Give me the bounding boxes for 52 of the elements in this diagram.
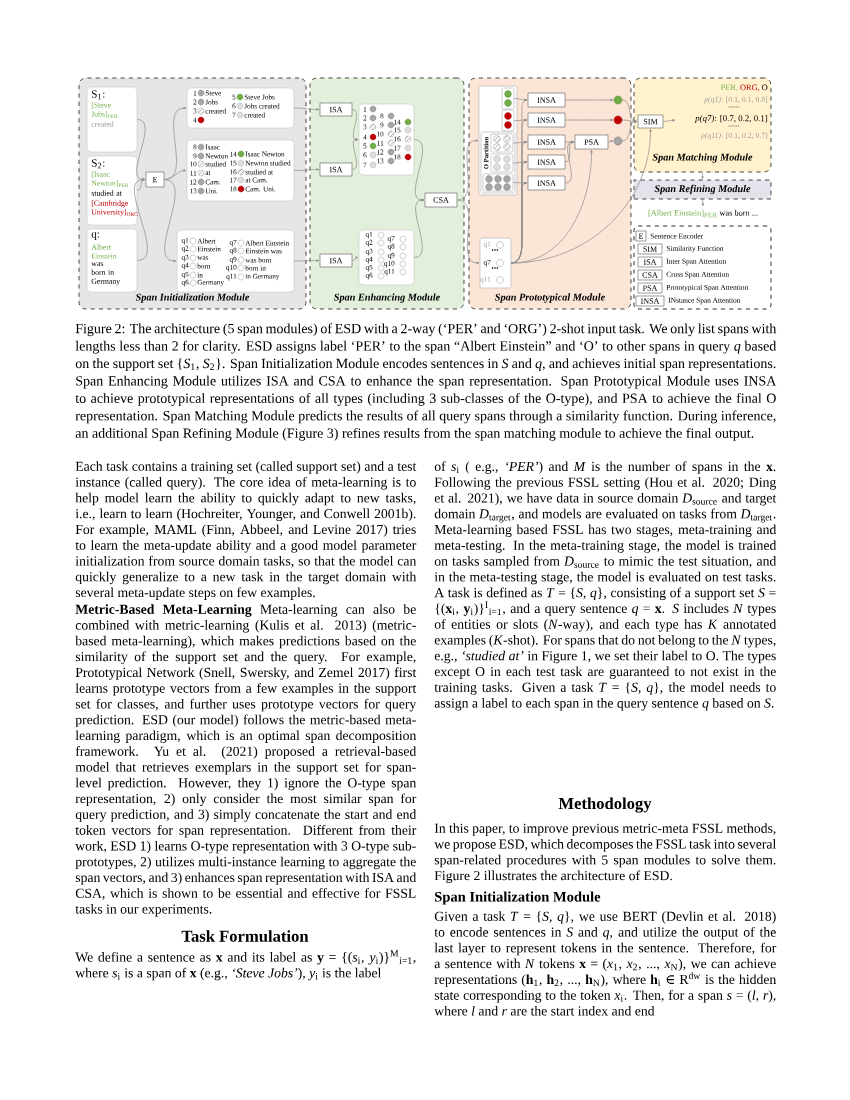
circle-group-box [490,133,514,153]
operator-box: PSA [574,134,609,150]
arrow [564,98,614,102]
arrow [413,139,425,202]
operator-box: ISA [319,253,353,268]
arrow [136,119,146,181]
operator-box: INSA [527,134,566,150]
paragraph: Metric-Based Meta-Learning Meta-learning can also be combined with metric-learning (Kulis et al. 2013) (metric-based meta-learning), which makes predictions based on the similarity of the support set and the query. For example, Prototypical Network (Snell, Swersky, and Zemel 2017) first learns prototype vectors from a few examples in the support set for classes, and further uses prototype vectors for query prediction. ESD (our model) follows the metric-based meta-learning paradigm, which is an optimal span decomposition framework. Yu et al. (2021) proposed a retrieval-based model that retrieves exemplars in the support set for span-level prediction. However, they 1) ignore the O-type span representation, 2) only consider the most similar span for query prediction, and 3) simply concatenate the start and end token vectors for span representation. Different from their work, ESD 1) learns O-type representation with 3 O-type sub-prototypes, 2) utilizes multi-instance learning to aggregate the span vectors, and 3) enhances span representation with ISA and CSA, which is shown to be essential and effective for FSSL tasks in our experiments. [75,604,417,917]
arrow [293,107,320,111]
circle-group-box [501,87,515,110]
arrow [701,199,704,207]
arrow [293,168,320,171]
arrow [134,178,148,261]
circle-group-box [482,173,514,192]
arrow [456,139,479,201]
arrow [662,119,676,122]
arrow [701,172,704,179]
paragraph: Each task contains a training set (called support set) and a test instance (called query). The core idea of meta-learning is to help model learn the ability to quickly adapt to new tasks, i.e., learn to learn (Hochreiter, Younger, and Conwell 2001b). For example, MAML (Finn, Abbeel, and Levine 2017) tries to learn the meta-update ability and a good model parameter initialization from source domain tasks, so that the model can quickly generalize to a new task in the target domain with several meta-update steps on few examples. [75,461,417,600]
arrow [163,106,187,180]
subsection-heading: Span Initialization Module [435,891,601,905]
paragraph: of s$_{i}$ ( e.g., ‘PER’) and M is the number of spans in the x. Following the previous FSSL setting (Hou et al. 2020; Ding et al. 2021), we have data in source domain D$_{source}$ and target domain D$_{target}$, and models are evaluated on tasks from D$_{target}$. Meta-learning based FSSL has two stages, meta-training and meta-testing. In the meta-training stage, the model is trained on tasks sampled from D$_{source}$ to mimic the test situation, and in the meta-testing stage, the model is evaluated on test tasks. A task is defined as T = {S, q}, consisting of a support set S = {(x$_{i}$, y$_{i}$)}$^{I}$$_{i=1}$, and a query sentence q = x. S includes N types of entities or slots (N-way), and each type has K annotated examples (K-shot). For spans that do not belong to the N types, e.g., ‘studied at’ in Figure 1, we set their label to O. The types except O in each test task are guaranteed to not exist in the training tasks. Given a task T = {S, q}, the model needs to assign a label to each span in the query sentence q based on S. [434,461,777,711]
circle-group-box [501,109,515,132]
arrow [351,138,359,170]
arrow [163,179,177,263]
operator-box: SIM [637,114,664,129]
circle-group-box [490,153,514,173]
arrow [293,259,320,262]
operator-box: INSA [527,154,566,170]
operator-box: ISA [319,102,353,117]
arrow [564,118,614,122]
module-banner: Span Refining Module [633,179,772,200]
paragraph: Given a task T = {S, q}, we use BERT (Devlin et al. 2018) to encode sentences in S and q, and utilize the output of the last layer to represent tokens in the sentence. Therefore, for a sentence with N tokens x = (x$_{1}$, x$_{2}$, ..., x$_{N}$), we can achieve representations (h$_{1}$, h$_{2}$, ..., h$_{N}$), where h$_{i}$ ∈ R$^{dw}$ is the hidden state corresponding to the token x$_{i}$. Then, for a span s = (l, r), where l and r are the start index and end [434,911,777,1016]
operator-box: INSA [527,112,566,128]
arrow [351,256,359,261]
operator-box: CSA [424,192,458,208]
operator-box: INSA [527,175,566,191]
arrow [413,198,425,258]
arrow [621,120,638,142]
operator-box: INSA [527,92,566,108]
arrow [607,139,614,143]
arrow [564,140,575,184]
operator-box: ISA [319,162,353,177]
section-heading: Methodology [558,797,652,813]
operator-box: E [145,171,165,188]
section-heading: Task Formulation [181,930,309,942]
arrow [510,128,652,264]
output-sentence: [Albert Einstein]$_{PER}$ was born ... [648,209,758,218]
figure-caption: Figure 2: The architecture (5 span modules) of ESD with a 2-way (‘PER’ and ‘ORG’) 2-shot input task. We only list spans with lengths less than 2 for clarity. ESD assigns label ‘PER’ to the span “Albert Einstein” and ‘O’ to other spans in query q based on the support set {S$_{1}$, S$_{2}$}. Span Initialization Module encodes sentences in S and q, and achieves initial span representations. Span Enhancing Module utilizes ISA and CSA to enhance the span representation. Span Prototypical Module uses INSA to achieve prototypical representations of all types (including 3 sub-classes of the O-type), and PSA to achieve the final O representation. Span Matching Module predicts the results of all query spans through a similarity function. During inference, an additional Span Refining Module (Figure 3) refines results from the span matching module to achieve the final output. [75,323,777,441]
arrow [456,199,480,265]
paragraph: We define a sentence as x and its label as y = {(s$_{i}$, y$_{i}$)}$^{M}$$_{i=1}$, where s$_{i}$ is a span of x (e.g., ‘Steve Jobs’), y$_{i}$ is the label [75,950,416,981]
arrow [351,109,359,141]
paragraph: In this paper, to improve previous metric-meta FSSL methods, we propose ESD, which decomposes the FSSL task into several span-related procedures with 5 span modules to solve them. Figure 2 illustrates the architecture of ESD. [434,823,776,884]
